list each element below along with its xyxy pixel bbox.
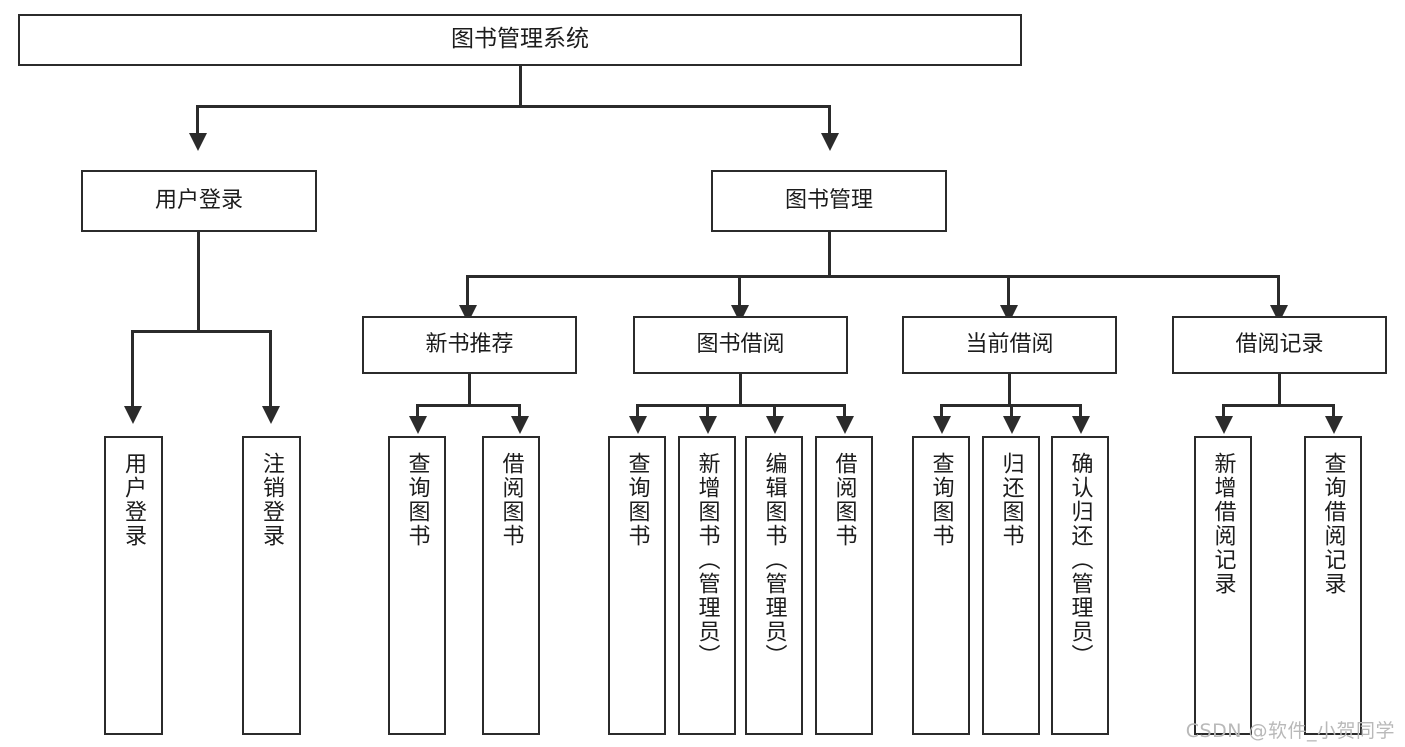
node-book-borrow[interactable]: 图书借阅	[633, 316, 848, 374]
node-current-borrow[interactable]: 当前借阅	[902, 316, 1117, 374]
arrowhead-leaf-query-book-1	[409, 416, 427, 434]
node-user-login[interactable]: 用户登录	[81, 170, 317, 232]
edge-root-to-user-login	[196, 105, 199, 135]
node-label: 编辑图书（管理员）	[761, 452, 787, 668]
edge-user-login-bus	[132, 330, 271, 333]
arrowhead-leaf-logout-login	[262, 406, 280, 424]
node-leaf-query-record[interactable]: 查询借阅记录	[1304, 436, 1362, 735]
edge-cb-to-leaf-1	[940, 404, 943, 418]
node-book-management[interactable]: 图书管理	[711, 170, 947, 232]
edge-bb-to-leaf-1	[636, 404, 639, 418]
arrowhead-user-login	[189, 133, 207, 151]
edge-bb-to-leaf-4	[843, 404, 846, 418]
arrowhead-leaf-add-record	[1215, 416, 1233, 434]
edge-to-current-borrow	[1007, 275, 1010, 307]
node-leaf-return-book[interactable]: 归还图书	[982, 436, 1040, 735]
node-label: 新增图书（管理员）	[694, 452, 720, 668]
edge-bb-to-leaf-3	[773, 404, 776, 418]
edge-new-book-recommend-stem	[468, 374, 471, 406]
node-label: 图书借阅	[696, 332, 785, 358]
node-label: 查询借阅记录	[1320, 452, 1346, 596]
node-leaf-query-book-2[interactable]: 查询图书	[608, 436, 666, 735]
edge-borrow-record-bus	[1223, 404, 1334, 407]
node-leaf-user-login[interactable]: 用户登录	[104, 436, 163, 735]
edge-to-new-book-recommend	[466, 275, 469, 307]
edge-new-book-recommend-bus	[417, 404, 520, 407]
arrowhead-leaf-borrow-book-2	[836, 416, 854, 434]
node-leaf-borrow-book-1[interactable]: 借阅图书	[482, 436, 540, 735]
edge-root-stem	[519, 66, 522, 107]
node-leaf-logout-login[interactable]: 注销登录	[242, 436, 301, 735]
edge-cb-to-leaf-2	[1010, 404, 1013, 418]
node-label: 图书管理	[784, 188, 873, 214]
node-leaf-query-book-3[interactable]: 查询图书	[912, 436, 970, 735]
node-borrow-record[interactable]: 借阅记录	[1172, 316, 1387, 374]
node-leaf-add-record[interactable]: 新增借阅记录	[1194, 436, 1252, 735]
edge-bb-to-leaf-2	[706, 404, 709, 418]
edge-br-to-leaf-2	[1332, 404, 1335, 418]
node-label: 确认归还（管理员）	[1067, 452, 1093, 668]
arrowhead-leaf-query-book-3	[933, 416, 951, 434]
arrowhead-leaf-confirm-return	[1072, 416, 1090, 434]
edge-user-login-stem	[197, 232, 200, 332]
node-label: 归还图书	[998, 452, 1024, 548]
arrowhead-leaf-add-book	[699, 416, 717, 434]
edge-root-to-book-management	[828, 105, 831, 135]
arrowhead-leaf-user-login	[124, 406, 142, 424]
node-root-book-management-system[interactable]: 图书管理系统	[18, 14, 1022, 66]
edge-book-management-stem	[828, 232, 831, 277]
node-label: 用户登录	[154, 188, 243, 214]
node-label: 用户登录	[121, 452, 147, 548]
node-label: 借阅记录	[1235, 332, 1324, 358]
node-leaf-borrow-book-2[interactable]: 借阅图书	[815, 436, 873, 735]
edge-root-bus	[197, 105, 831, 108]
node-leaf-confirm-return[interactable]: 确认归还（管理员）	[1051, 436, 1109, 735]
node-leaf-query-book-1[interactable]: 查询图书	[388, 436, 446, 735]
node-label: 查询图书	[624, 452, 650, 548]
node-label: 新书推荐	[425, 332, 514, 358]
edge-user-login-to-leaf-2	[269, 330, 272, 408]
edge-to-book-borrow	[738, 275, 741, 307]
node-label: 当前借阅	[965, 332, 1054, 358]
node-label: 图书管理系统	[451, 26, 589, 53]
node-new-book-recommend[interactable]: 新书推荐	[362, 316, 577, 374]
arrowhead-leaf-return-book	[1003, 416, 1021, 434]
node-label: 查询图书	[404, 452, 430, 548]
arrowhead-book-management	[821, 133, 839, 151]
node-leaf-edit-book[interactable]: 编辑图书（管理员）	[745, 436, 803, 735]
edge-br-to-leaf-1	[1222, 404, 1225, 418]
edge-nbr-to-leaf-1	[416, 404, 419, 418]
edge-book-borrow-stem	[739, 374, 742, 406]
edge-book-management-bus	[467, 275, 1280, 278]
arrowhead-leaf-edit-book	[766, 416, 784, 434]
arrowhead-leaf-borrow-book-1	[511, 416, 529, 434]
edge-cb-to-leaf-3	[1079, 404, 1082, 418]
csdn-watermark: CSDN @软件_小贺同学	[1185, 720, 1395, 742]
edge-nbr-to-leaf-2	[518, 404, 521, 418]
node-label: 查询图书	[928, 452, 954, 548]
node-label: 新增借阅记录	[1210, 452, 1236, 596]
node-label: 借阅图书	[498, 452, 524, 548]
node-label: 注销登录	[259, 452, 285, 548]
edge-current-borrow-stem	[1008, 374, 1011, 406]
edge-user-login-to-leaf-1	[131, 330, 134, 408]
arrowhead-leaf-query-record	[1325, 416, 1343, 434]
edge-to-borrow-record	[1277, 275, 1280, 307]
arrowhead-leaf-query-book-2	[629, 416, 647, 434]
edge-borrow-record-stem	[1278, 374, 1281, 406]
node-leaf-add-book[interactable]: 新增图书（管理员）	[678, 436, 736, 735]
edge-book-borrow-bus	[637, 404, 845, 407]
node-label: 借阅图书	[831, 452, 857, 548]
